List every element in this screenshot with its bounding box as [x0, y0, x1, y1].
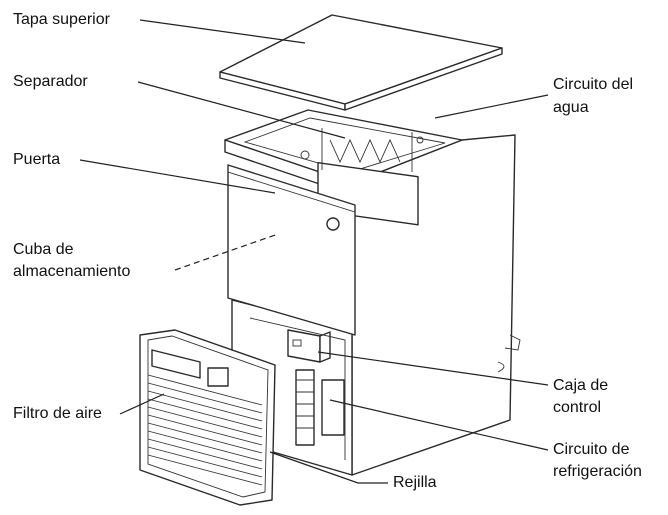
leader-separador — [137, 81, 346, 139]
label-circuito-agua-line2: agua — [553, 99, 589, 116]
leader-circuito-agua — [434, 94, 549, 119]
door-handle — [326, 217, 340, 231]
door-top-edge — [227, 164, 356, 213]
label-separador: Separador — [13, 73, 88, 90]
label-filtro: Filtro de aire — [13, 405, 102, 422]
grille-frame — [139, 329, 276, 506]
leader-puerta — [79, 159, 276, 194]
label-circuito-ref-line1: Circuito de — [553, 441, 630, 458]
label-rejilla: Rejilla — [393, 474, 437, 491]
leader-circuito-refrigeracion — [329, 399, 549, 451]
leader-cuba — [174, 233, 279, 271]
refrigeration-circuit — [249, 317, 346, 460]
label-puerta: Puerta — [13, 151, 61, 168]
top-lid-edge-right — [344, 47, 503, 111]
leader-tapa-superior — [139, 19, 306, 44]
label-tapa-superior: Tapa superior — [13, 11, 110, 28]
leader-filtro — [119, 393, 165, 415]
cabinet-inner-opening — [243, 117, 446, 173]
side-tube — [497, 361, 505, 373]
label-cuba-line2: almacenamiento — [13, 263, 131, 280]
top-lid — [219, 14, 503, 105]
label-circuito-ref-line2: refrigeración — [553, 463, 642, 480]
label-circuito-agua-line1: Circuito del — [553, 76, 634, 93]
label-cuba-line1: Cuba de — [13, 241, 74, 258]
leader-rejilla — [269, 451, 388, 484]
leader-lines — [79, 19, 549, 484]
leader-caja-control — [317, 351, 549, 386]
control-box — [287, 329, 331, 363]
drain-fitting — [504, 334, 521, 351]
label-caja-line2: control — [553, 399, 602, 416]
label-caja-line1: Caja de — [553, 377, 609, 394]
